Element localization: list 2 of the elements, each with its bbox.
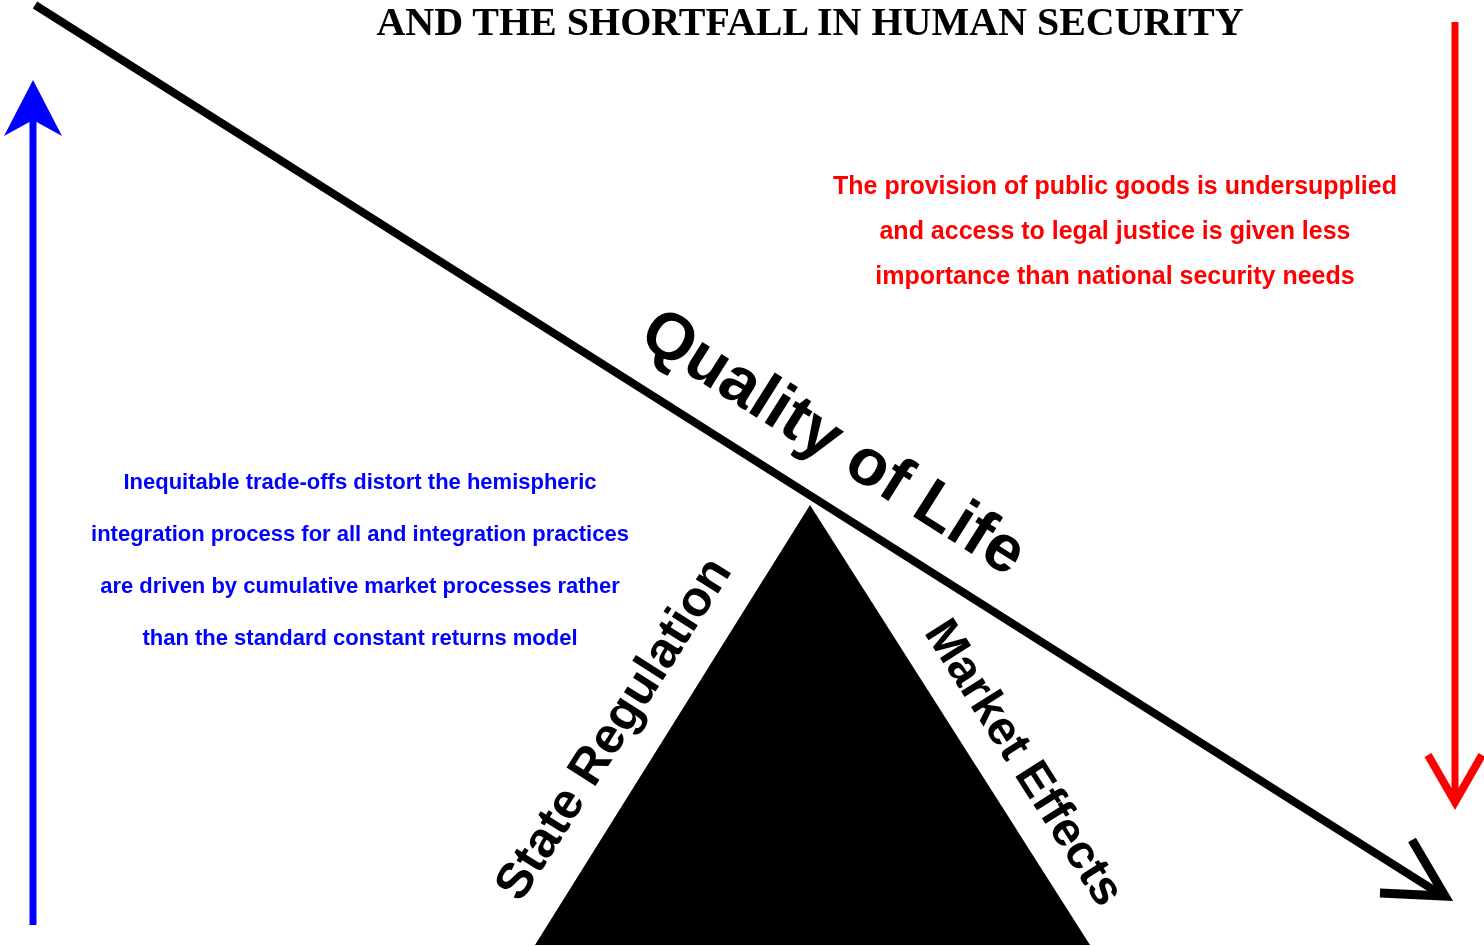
title: AND THE SHORTFALL IN HUMAN SECURITY xyxy=(375,0,1245,44)
annotation-text: The provision of public goods is undersupplied and access to legal justice is given less importance than national security needs xyxy=(832,169,1398,291)
